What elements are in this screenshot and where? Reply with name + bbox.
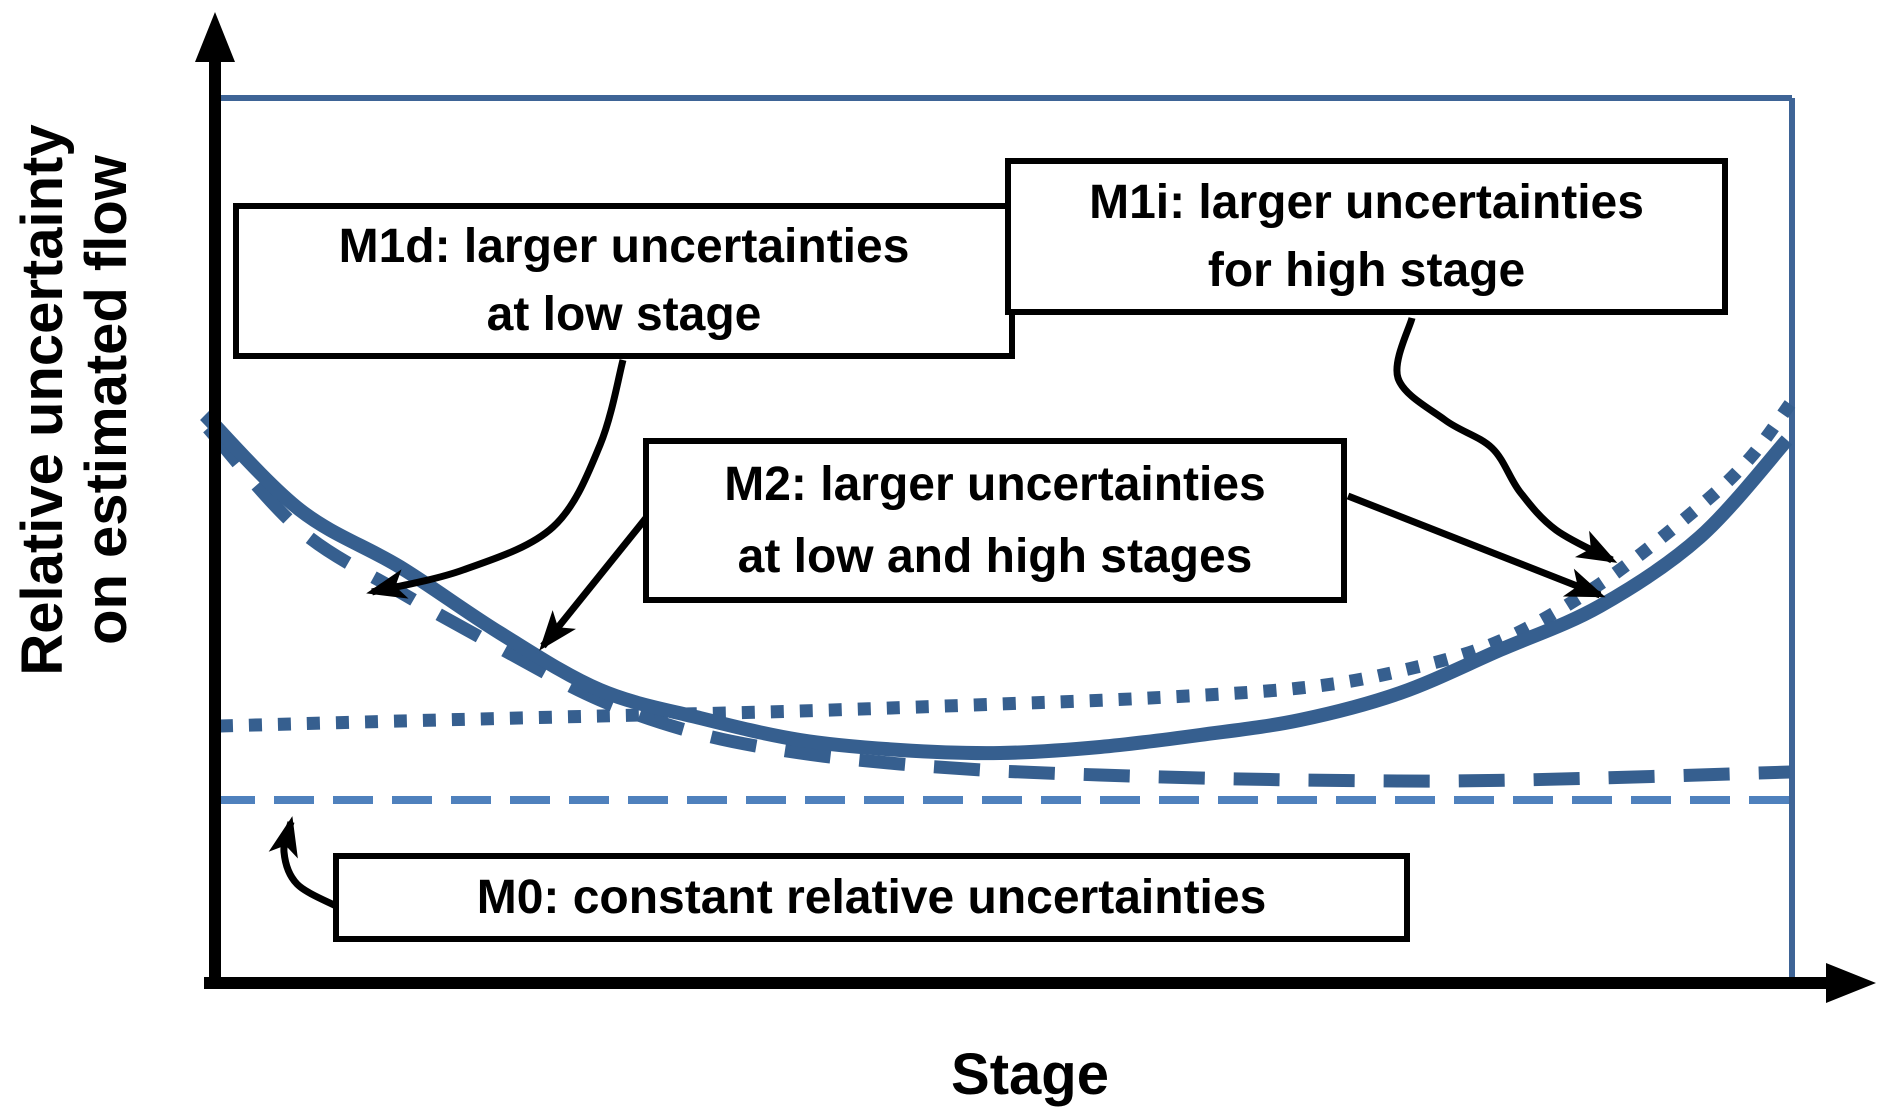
m1i-arrow — [1393, 316, 1618, 564]
curves — [200, 400, 1796, 804]
m0-label: M0: constant relative uncertainties — [476, 871, 1267, 924]
curve-m1i — [219, 400, 1796, 733]
annotation-arrows — [268, 316, 1618, 910]
m1i-label-line1: M1i: larger uncertainties — [1089, 175, 1644, 229]
m0-arrow — [268, 816, 338, 910]
x-axis-label: Stage — [951, 1041, 1109, 1107]
curve-m2 — [200, 410, 1793, 761]
m1d-arrow — [366, 359, 627, 599]
y-axis-label-line2: on estimated flow — [74, 155, 139, 645]
annotation-box-m1d: M1d: larger uncertainties at low stage — [233, 203, 1015, 359]
annotation-box-m1i: M1i: larger uncertainties for high stage — [1005, 158, 1728, 315]
m1d-label-line1: M1d: larger uncertainties — [338, 220, 910, 273]
m2-right-arrow — [1346, 492, 1606, 599]
annotation-box-m2: M2: larger uncertainties at low and high… — [643, 438, 1347, 603]
m1i-label-line2: for high stage — [1207, 243, 1526, 297]
m2-label-line1: M2: larger uncertainties — [724, 457, 1266, 511]
axes — [195, 12, 1876, 1003]
m1d-label-line2: at low stage — [486, 288, 762, 341]
y-axis-label-line1: Relative uncertainty — [10, 124, 75, 676]
y-axis-label: Relative uncertainty on estimated flow — [9, 80, 141, 720]
m2-left-arrow — [539, 515, 649, 651]
m2-label-line2: at low and high stages — [737, 529, 1253, 583]
annotation-box-m0: M0: constant relative uncertainties — [333, 853, 1410, 942]
plot-frame — [211, 95, 1795, 979]
